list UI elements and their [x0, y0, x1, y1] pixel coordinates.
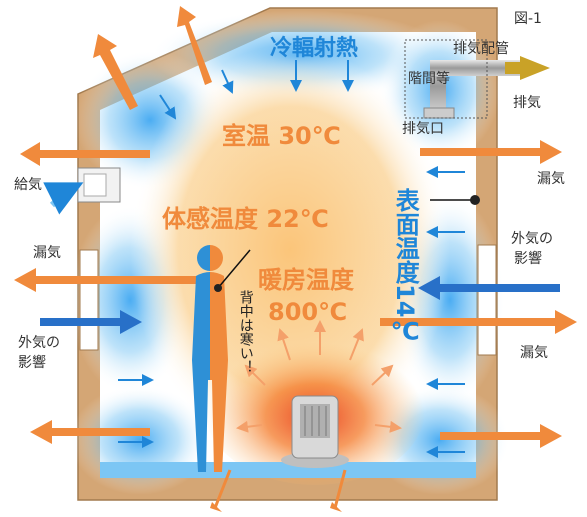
heater-temp-label: 暖房温度 — [258, 266, 354, 294]
exhaust-port-label: 排気口 — [402, 121, 444, 137]
floor-strip — [100, 462, 476, 478]
outside-influence-left-line1: 外気の — [18, 335, 60, 351]
outside-influence-arrows — [40, 276, 560, 334]
leader-lines — [217, 199, 475, 289]
right-window — [477, 244, 497, 356]
figure-id: 図-1 — [514, 11, 542, 27]
outside-influence-left-line2: 影響 — [18, 355, 46, 371]
heat-rays — [236, 320, 402, 433]
room-temp-label: 室温 30℃ — [222, 122, 341, 150]
heater-temp-value: 800℃ — [268, 298, 348, 326]
back-cold-label: 背中は寒い！ — [237, 290, 254, 374]
stairwell-label: 階間等 — [408, 71, 450, 87]
leak-left-label: 漏気 — [33, 245, 61, 261]
cold-arrows — [118, 60, 465, 458]
exhaust-label: 排気 — [513, 95, 541, 111]
sensed-temp-label: 体感温度 22℃ — [162, 205, 329, 233]
surface-temp-label: 表面温度14℃ — [391, 188, 420, 346]
leak-right-top-label: 漏気 — [537, 171, 565, 187]
heater-icon — [281, 395, 349, 468]
leak-arrows — [14, 6, 577, 448]
exhaust-pipe — [404, 39, 550, 119]
supply-air-vent — [43, 167, 121, 215]
exhaust-pipe-label: 排気配管 — [453, 41, 509, 57]
outside-influence-right-line2: 影響 — [514, 251, 542, 267]
left-window — [79, 249, 99, 351]
leak-right-mid-label: 漏気 — [520, 345, 548, 361]
person-figure — [192, 245, 228, 472]
supply-air-label: 給気 — [14, 177, 42, 193]
cold-radiation-label: 冷輻射熱 — [270, 36, 359, 61]
outside-influence-right-line1: 外気の — [511, 231, 553, 247]
floor-leak-arrows — [213, 469, 347, 509]
